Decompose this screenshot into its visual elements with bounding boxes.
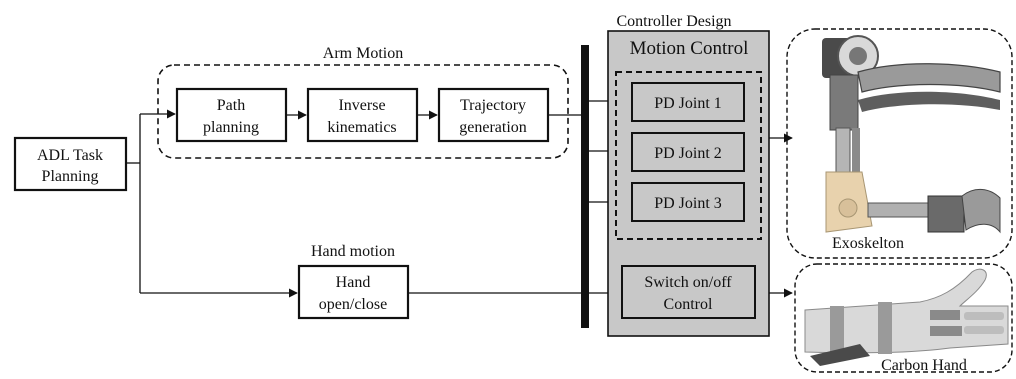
path-planning-block: Path planning [175, 87, 288, 143]
carbon-hand-label: Carbon Hand [881, 357, 967, 374]
task-planning-block: ADL Task Planning [13, 136, 128, 192]
exoskeleton-label: Exoskelton [832, 235, 904, 252]
trajectory-generation-label-line2: generation [459, 119, 527, 136]
inverse-kinematics-block: Inverse kinematics [306, 87, 419, 143]
arm-motion-title: Arm Motion [323, 45, 403, 62]
controller-caption: Controller Design [616, 13, 731, 30]
exoskeleton-illustration [822, 35, 1001, 234]
trajectory-generation-label-line1: Trajectory [460, 97, 526, 114]
pd-joint-2-label: PD Joint 2 [654, 145, 722, 162]
hand-open-close-block: Hand open/close [297, 264, 410, 320]
hand-open-close-label-line1: Hand [336, 274, 371, 291]
task-planning-label-line2: Planning [42, 168, 99, 185]
pd-joint-1-label: PD Joint 1 [654, 95, 722, 112]
hand-motion-title: Hand motion [311, 243, 395, 260]
switch-label-line2: Control [664, 296, 713, 313]
inverse-kinematics-label-line2: kinematics [327, 119, 396, 136]
motion-control-title: Motion Control [630, 38, 749, 59]
path-planning-label-line2: planning [203, 119, 259, 136]
pd-joint-2-block: PD Joint 2 [631, 132, 745, 172]
inverse-kinematics-label-line1: Inverse [338, 97, 385, 114]
carbon-hand-illustration [804, 268, 1009, 366]
exoskeleton-frame [786, 28, 1013, 259]
pd-joint-3-block: PD Joint 3 [631, 182, 745, 222]
trajectory-generation-block: Trajectory generation [437, 87, 550, 143]
pd-joint-1-block: PD Joint 1 [631, 82, 745, 122]
switch-control-block: Switch on/off Control [621, 265, 756, 319]
arm-motion-group [157, 64, 569, 159]
signal-bus-bar [581, 45, 589, 328]
pd-joint-group [615, 71, 762, 240]
switch-label-line1: Switch on/off [644, 274, 732, 291]
pd-joint-3-label: PD Joint 3 [654, 195, 722, 212]
carbon-hand-frame [794, 263, 1013, 373]
connectors [126, 96, 793, 298]
path-planning-label-line1: Path [217, 97, 245, 114]
task-planning-label-line1: ADL Task [37, 147, 103, 164]
hand-open-close-label-line2: open/close [319, 296, 387, 313]
